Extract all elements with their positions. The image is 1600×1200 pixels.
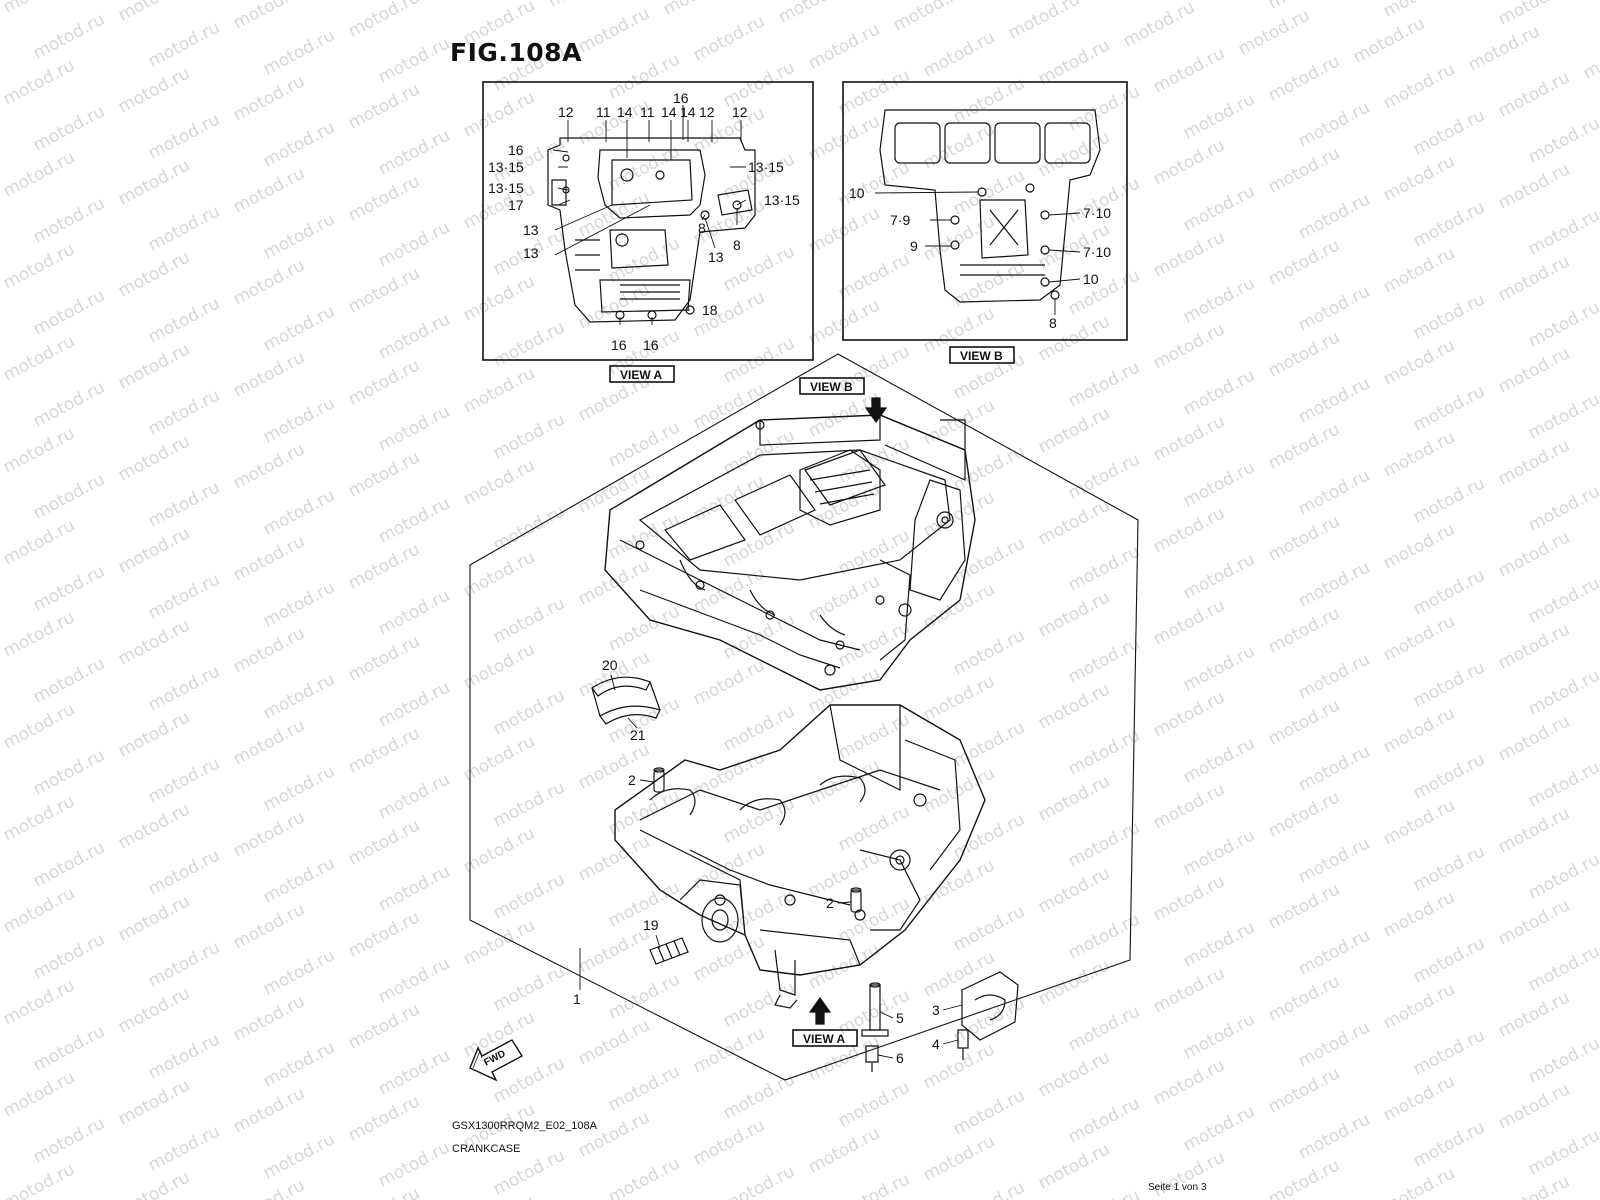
callout-label: 11 xyxy=(596,104,611,120)
callout-label: 1 xyxy=(573,991,581,1007)
callout-label: 2 xyxy=(826,895,834,911)
callout-label: 14 xyxy=(617,104,633,120)
figure-title: FIG.108A xyxy=(450,38,582,67)
callout-label: 7·10 xyxy=(1083,205,1111,221)
callout-label: 16 xyxy=(643,337,659,353)
callout-label: 12 xyxy=(699,104,715,120)
view-a-tag: VIEW A xyxy=(803,1032,846,1046)
view-a-inset xyxy=(482,81,814,361)
pipe-5 xyxy=(861,982,889,1037)
callout-label: 7·9 xyxy=(890,212,910,228)
view-b-tag: VIEW B xyxy=(960,349,1003,363)
callout-label: 10 xyxy=(849,185,865,201)
lower-crankcase xyxy=(614,704,986,1009)
callout-label: 14 xyxy=(680,104,696,120)
callout-label: 16 xyxy=(508,142,524,158)
callout-label: 7·10 xyxy=(1083,244,1111,260)
callout-label: 8 xyxy=(1049,315,1057,331)
callout-label: 12 xyxy=(558,104,574,120)
callout-label: 8 xyxy=(698,220,706,236)
callout-label: 5 xyxy=(896,1010,904,1026)
view-a-tag: VIEW A xyxy=(620,368,663,382)
caption-name: CRANKCASE xyxy=(452,1143,521,1155)
callout-label: 6 xyxy=(896,1050,904,1066)
callout-label: 21 xyxy=(630,727,646,743)
callout-label: 16 xyxy=(611,337,627,353)
view-a-tag-box-main xyxy=(792,1029,858,1047)
view-b-tag-box-main xyxy=(799,377,865,395)
callout-label: 20 xyxy=(602,657,618,673)
bearing-21 xyxy=(599,705,661,725)
callout-label: 8 xyxy=(733,237,741,253)
callout-label: 12 xyxy=(732,104,748,120)
fwd-arrow xyxy=(469,1039,523,1082)
view-b-inset xyxy=(842,81,1128,341)
upper-crankcase xyxy=(604,414,976,691)
callout-label: 13·15 xyxy=(488,180,524,196)
callout-label: 13·15 xyxy=(764,192,800,208)
callout-label: 13 xyxy=(708,249,724,265)
callout-label: 2 xyxy=(628,772,636,788)
callout-label: 17 xyxy=(508,197,524,213)
callout-label: 9 xyxy=(910,238,918,254)
callout-label: 13·15 xyxy=(748,159,784,175)
callout-label: 16 xyxy=(673,90,689,106)
main-exploded-view xyxy=(469,346,1139,1082)
callout-label: 10 xyxy=(1083,271,1099,287)
dowel-pin-2a xyxy=(653,767,665,793)
callout-label: 13 xyxy=(523,222,539,238)
bracket-3 xyxy=(961,971,1019,1041)
dowel-pin-2b xyxy=(850,887,862,913)
view-a-arrow xyxy=(808,996,832,1025)
callout-label: 13·15 xyxy=(488,159,524,175)
callout-label: 18 xyxy=(702,302,718,318)
callout-label: 14 xyxy=(661,104,677,120)
view-b-tag: VIEW B xyxy=(810,380,853,394)
bearing-20 xyxy=(591,676,651,697)
bolt-4 xyxy=(957,1029,969,1060)
callout-label: 4 xyxy=(932,1036,940,1052)
callout-label: 19 xyxy=(643,917,659,933)
callout-label: 13 xyxy=(523,245,539,261)
caption-model: GSX1300RRQM2_E02_108A xyxy=(452,1120,597,1132)
view-a-tag-box-inset xyxy=(609,365,675,383)
view-b-tag-box-inset xyxy=(949,346,1015,364)
plug-19 xyxy=(649,937,689,965)
callout-label: 3 xyxy=(932,1002,940,1018)
view-b-arrow xyxy=(864,397,888,424)
bolt-6 xyxy=(865,1045,879,1072)
page-indicator: Seite 1 von 3 xyxy=(1148,1182,1207,1193)
callout-label: 11 xyxy=(640,104,655,120)
